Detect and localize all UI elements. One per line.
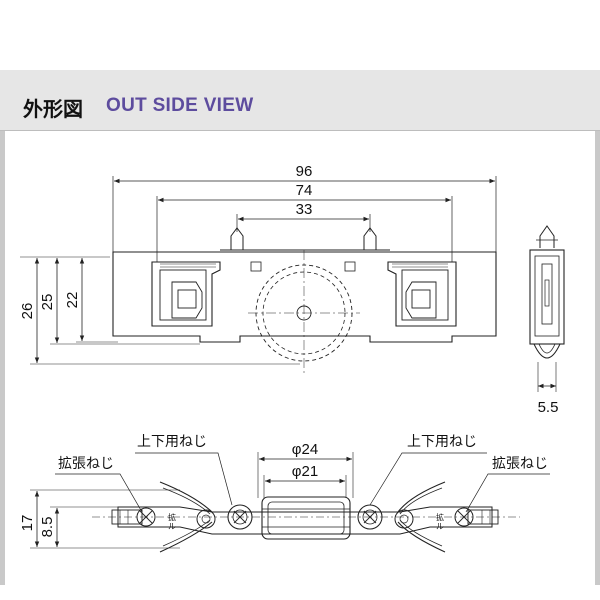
leader-updown-left xyxy=(135,452,233,506)
side-pin xyxy=(539,225,555,248)
dim-label-17: 17 xyxy=(19,515,36,532)
dim-label-22: 22 xyxy=(64,292,81,309)
dim-label-33: 33 xyxy=(296,201,313,218)
label-expand-screw-right: 拡張ねじ xyxy=(492,456,548,472)
dim-label-5-5: 5.5 xyxy=(538,399,559,416)
holder-right xyxy=(387,261,457,327)
side-view xyxy=(529,225,565,392)
leader-expand-left xyxy=(55,473,143,513)
mark-expand-right: 拡ル xyxy=(436,512,444,531)
label-updown-screw-left: 上下用ねじ xyxy=(137,434,207,450)
leader-updown-right xyxy=(369,452,487,506)
dim-label-26: 26 xyxy=(19,303,36,320)
dim-label-96: 96 xyxy=(296,163,313,180)
dim-label-74: 74 xyxy=(296,182,313,199)
label-updown-screw-right: 上下用ねじ xyxy=(407,434,477,450)
mark-expand-left: 拡ル xyxy=(168,512,176,531)
pin-left xyxy=(230,227,244,250)
section-header xyxy=(0,70,600,131)
pin-right xyxy=(363,227,377,250)
body-plate xyxy=(112,251,497,343)
side-body xyxy=(529,249,565,345)
holder-left xyxy=(151,261,221,327)
front-view xyxy=(20,176,497,374)
dim-label-phi24: φ24 xyxy=(292,441,318,458)
dim-label-phi21: φ21 xyxy=(292,463,318,480)
label-expand-screw-left: 拡張ねじ xyxy=(58,456,114,472)
dim-label-25: 25 xyxy=(39,294,56,311)
leader-expand-right xyxy=(465,473,550,513)
side-wheel xyxy=(533,343,561,359)
bottom-wheel xyxy=(261,496,351,540)
dim-label-8-5: 8.5 xyxy=(39,517,56,538)
section-title-en: OUT SIDE VIEW xyxy=(106,95,254,116)
section-title-jp: 外形図 xyxy=(23,97,83,121)
bottom-view xyxy=(30,452,550,553)
